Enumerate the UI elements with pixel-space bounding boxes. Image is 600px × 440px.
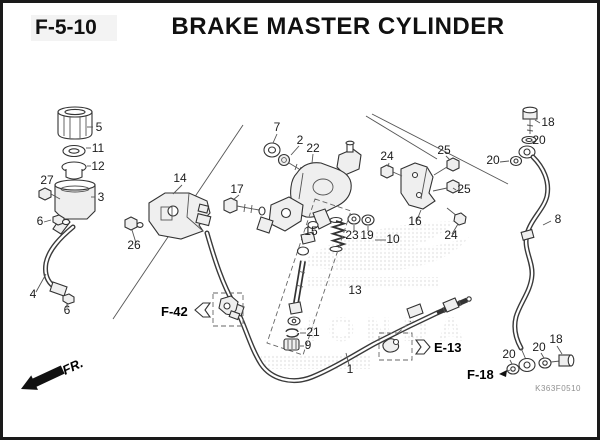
part-callout-15: 15 xyxy=(304,224,318,238)
part-6-bolt-lower xyxy=(62,293,75,305)
exploded-parts-drawing: HONDA xyxy=(21,106,581,393)
part-callout-18: 18 xyxy=(541,115,555,129)
part-21-circlip xyxy=(284,328,300,338)
callout-leader-lines xyxy=(35,119,563,366)
part-18-banjo-bolt-bottom xyxy=(550,354,575,367)
part-24-bolt-left xyxy=(380,164,403,179)
part-2-screw xyxy=(277,153,305,174)
page-code: F-5-10 xyxy=(31,15,117,41)
part-19-nut xyxy=(361,214,375,226)
part-20-washer-bottom-left xyxy=(506,363,520,375)
part-callout-18: 18 xyxy=(549,332,563,346)
part-15-lever-joint xyxy=(256,196,304,234)
part-20-washer-bottom-right xyxy=(538,357,552,369)
header: F-5-10 BRAKE MASTER CYLINDER xyxy=(3,13,597,49)
part-8-brake-hose xyxy=(512,145,551,373)
part-callout-20: 20 xyxy=(532,133,546,147)
part-5-reservoir-cap xyxy=(57,106,93,140)
part-callout-13: 13 xyxy=(348,283,362,297)
front-direction-arrow xyxy=(21,365,65,390)
part-23-washer xyxy=(347,213,361,225)
part-callout-6: 6 xyxy=(64,303,71,317)
part-callout-10: 10 xyxy=(386,232,400,246)
part-20-washer-left xyxy=(509,155,523,167)
part-spring-coil xyxy=(329,216,348,253)
part-callout-25: 25 xyxy=(437,143,451,157)
part-callout-26: 26 xyxy=(127,238,141,252)
part-18-banjo-bolt-top xyxy=(522,106,538,134)
ref-f18-group xyxy=(499,369,511,377)
part-13-piston-kit xyxy=(283,220,319,351)
part-callout-14: 14 xyxy=(173,171,187,185)
part-callout-9: 9 xyxy=(305,338,312,352)
part-25-bolt-top xyxy=(433,157,460,176)
part-26-bolt xyxy=(124,216,144,231)
part-callout-24: 24 xyxy=(380,149,394,163)
part-callout-6: 6 xyxy=(37,214,44,228)
part-callout-4: 4 xyxy=(30,287,37,301)
ref-label-f42: F-42 xyxy=(161,304,188,319)
ref-label-e13: E-13 xyxy=(434,340,461,355)
part-7-washer xyxy=(263,142,281,158)
part-24-bolt-bottom xyxy=(446,207,467,226)
part-callout-23: 23 xyxy=(345,228,359,242)
part-6-bolt-upper xyxy=(52,214,71,226)
part-callout-20: 20 xyxy=(532,340,546,354)
page-title: BRAKE MASTER CYLINDER xyxy=(171,13,505,40)
part-14-bracket xyxy=(148,192,211,240)
part-callout-16: 16 xyxy=(408,214,422,228)
part-17-bolt xyxy=(223,197,266,216)
ref-e13-group xyxy=(378,320,431,361)
part-callout-17: 17 xyxy=(230,182,244,196)
part-callout-3: 3 xyxy=(98,190,105,204)
part-16-bracket xyxy=(400,162,436,210)
part-callout-7: 7 xyxy=(274,120,281,134)
piston-kit-dashed-outline xyxy=(266,198,352,356)
part-callout-11: 11 xyxy=(92,141,105,155)
part-callout-25: 25 xyxy=(457,182,471,196)
part-callout-24: 24 xyxy=(444,228,458,242)
part-4-reservoir-hose xyxy=(43,224,76,297)
part-callout-27: 27 xyxy=(40,173,54,187)
part-callout-12: 12 xyxy=(91,159,105,173)
ref-f42-group xyxy=(194,292,244,327)
part-27-bolt xyxy=(38,187,61,201)
part-callout-22: 22 xyxy=(306,141,320,155)
drawing-code: K363F0510 xyxy=(535,384,581,393)
part-callout-2: 2 xyxy=(297,133,304,147)
ref-label-f18: F-18 xyxy=(467,367,494,382)
front-direction-label: FR. xyxy=(60,355,85,377)
part-callout-19: 19 xyxy=(360,228,374,242)
part-callout-8: 8 xyxy=(555,212,562,226)
part-callout-5: 5 xyxy=(96,120,103,134)
part-12-diaphragm xyxy=(61,161,87,180)
part-callout-20: 20 xyxy=(486,153,500,167)
part-callout-20: 20 xyxy=(502,347,516,361)
part-callout-21: 21 xyxy=(306,325,320,339)
part-11-diaphragm-plate xyxy=(62,144,86,158)
part-25-bolt-right xyxy=(432,179,460,194)
part-9-boot xyxy=(283,338,300,351)
part-callout-1: 1 xyxy=(347,362,354,376)
